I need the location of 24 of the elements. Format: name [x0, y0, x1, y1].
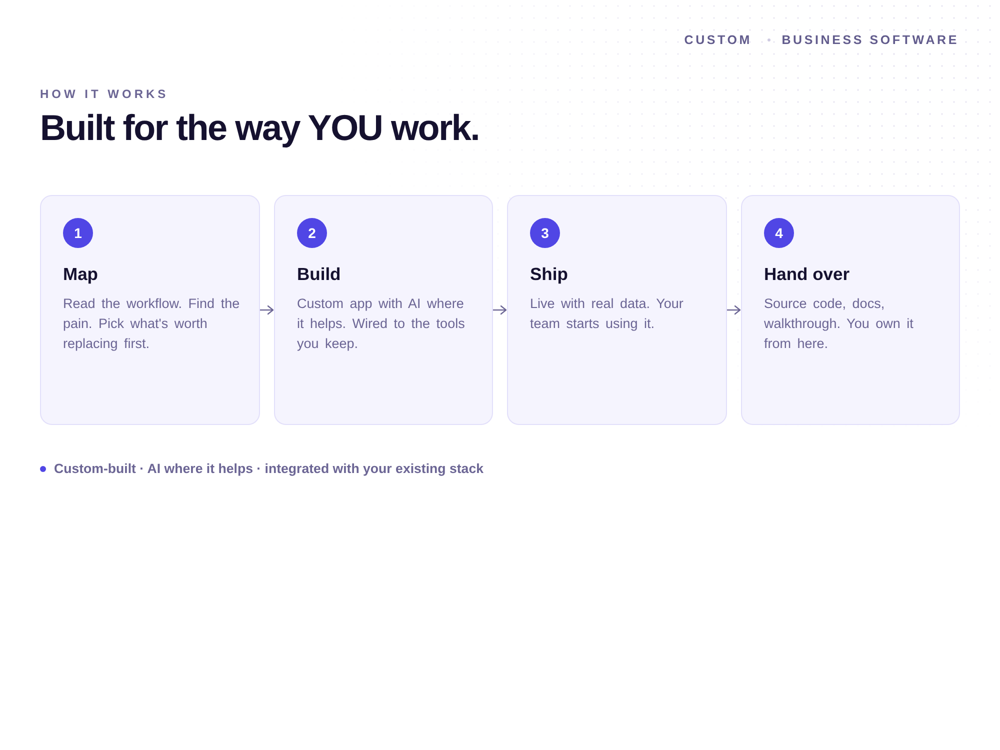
step-card [40, 195, 260, 425]
step-description: Source code, docs, walkthrough. You own it from here. [764, 295, 914, 353]
arrow [492, 305, 507, 315]
section-eyebrow: HOW IT WORKS [40, 87, 169, 101]
step-number-badge: 4 [764, 218, 794, 248]
step-card [274, 195, 493, 425]
arrow [726, 305, 741, 315]
tagline-text: CUSTOM [684, 32, 752, 48]
step-number-badge: 2 [297, 218, 327, 248]
footnote-text: Custom-built · AI where it helps · integrated with your existing stack [54, 461, 484, 477]
step-description: Live with real data. Your team starts using it. [530, 295, 684, 333]
step-title: Build [297, 263, 341, 285]
tagline-text: BUSINESS SOFTWARE [782, 32, 959, 48]
arrow [260, 305, 274, 315]
page-title: Built for the way YOU work. [40, 107, 480, 149]
step-card [507, 195, 727, 425]
step-description: Custom app with AI where it helps. Wired to the tools you keep. [297, 295, 466, 353]
step-number-badge: 1 [63, 218, 93, 248]
step-title: Ship [530, 263, 568, 285]
step-number-badge: 3 [530, 218, 560, 248]
step-title: Hand over [764, 263, 850, 285]
step-title: Map [63, 263, 98, 285]
step-description: Read the workflow. Find the pain. Pick what's worth replacing first. [63, 295, 241, 353]
step-card [741, 195, 960, 425]
